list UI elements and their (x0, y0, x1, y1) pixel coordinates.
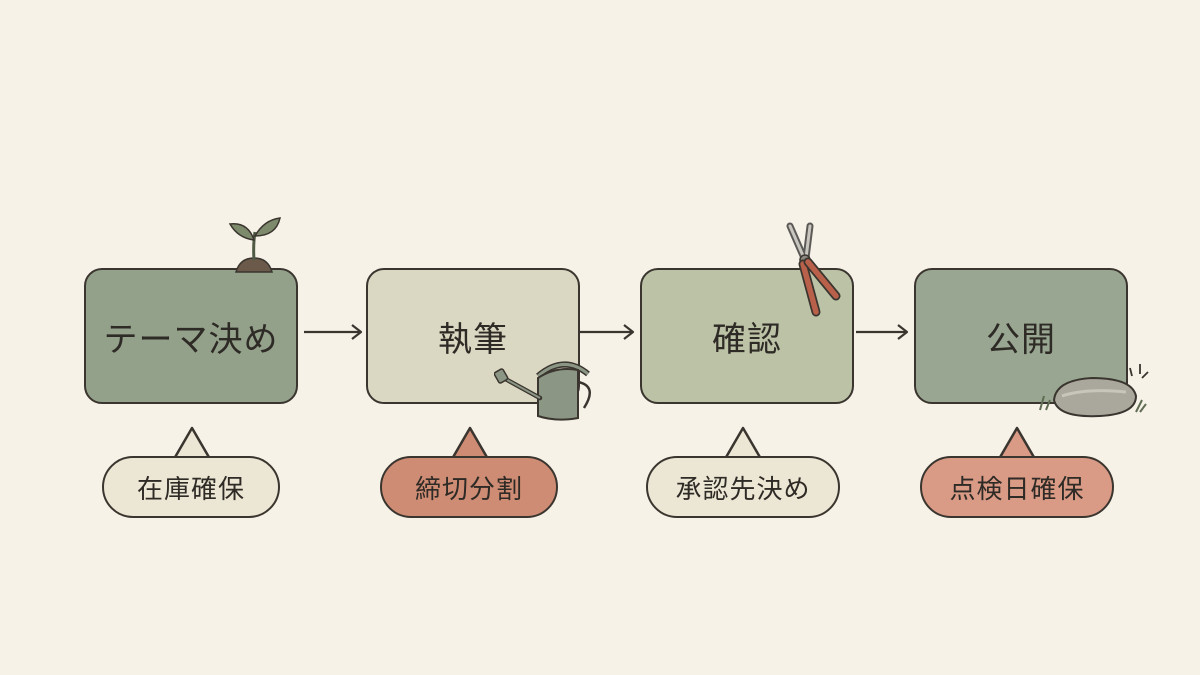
step-theme: テーマ決め (84, 268, 298, 404)
note-approver: 承認先決め (646, 456, 840, 518)
sprout-icon (228, 217, 281, 273)
note-tail-1 (172, 426, 212, 460)
arrow-2 (580, 324, 635, 340)
stepping-stone-icon (1039, 364, 1149, 418)
note-inspection-label: 点検日確保 (949, 474, 1085, 505)
note-deadline: 締切分割 (380, 456, 558, 518)
note-approver-label: 承認先決め (675, 474, 811, 505)
step-theme-label: テーマ決め (103, 319, 279, 360)
note-tail-3 (723, 426, 763, 460)
step-review-label: 確認 (712, 319, 782, 360)
note-tail-4 (997, 426, 1037, 460)
note-stock-label: 在庫確保 (136, 474, 245, 505)
step-review: 確認 (640, 268, 854, 404)
watering-can-icon (494, 361, 591, 421)
note-inspection: 点検日確保 (920, 456, 1114, 518)
step-writing-label: 執筆 (438, 319, 508, 360)
pruning-shears-icon (786, 222, 841, 317)
step-writing: 執筆 (366, 268, 580, 404)
arrow-3 (856, 324, 909, 340)
note-stock: 在庫確保 (102, 456, 280, 518)
note-tail-2 (450, 426, 490, 460)
arrow-1 (304, 324, 363, 340)
note-deadline-label: 締切分割 (414, 474, 523, 505)
step-publish-label: 公開 (986, 319, 1056, 360)
